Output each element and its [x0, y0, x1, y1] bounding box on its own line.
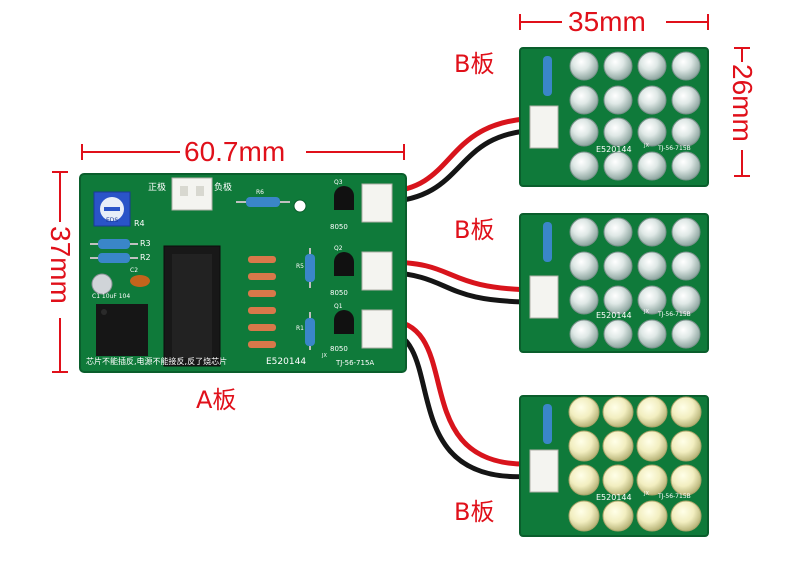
silk-pot-mark: EDS: [106, 217, 119, 224]
silk-jx-a: JX: [322, 353, 327, 359]
wire-q3: [383, 115, 543, 205]
silk-negative: 负极: [214, 183, 233, 193]
silk-positive: 正极: [148, 183, 167, 193]
label-board-b-middle: B板: [454, 216, 495, 244]
wire-q2: [383, 259, 537, 305]
label-board-a: A板: [196, 386, 237, 414]
silk-r2: R2: [140, 253, 151, 262]
silk-jx-b-top: JX: [644, 143, 649, 149]
dim-b-width: 35mm: [568, 6, 646, 37]
silk-model-b-bottom: TJ-56-715B: [658, 493, 691, 500]
dimension-lines: [52, 14, 750, 373]
silk-r3: R3: [140, 239, 151, 248]
silk-transistor-q3: 8050: [330, 223, 348, 231]
silk-q3: Q3: [334, 179, 343, 186]
silk-model-a: TJ-56-715A: [336, 359, 375, 367]
dim-b-height: 26mm: [727, 64, 758, 142]
silk-model-b-top: TJ-56-715B: [658, 145, 691, 152]
silk-jx-b-bottom: JX: [644, 491, 649, 497]
silk-warning: 芯片不能插反,电源不能接反,反了烧芯片: [86, 357, 228, 366]
silk-q2: Q2: [334, 245, 343, 252]
silk-r5: R5: [296, 263, 304, 270]
silk-cert-b-middle: E520144: [596, 311, 632, 320]
silk-cert-b-bottom: E520144: [596, 493, 632, 502]
board-a: [79, 173, 407, 373]
board-b-bottom: [519, 395, 709, 537]
silk-cert-a: E520144: [266, 357, 307, 367]
silk-model-b-middle: TJ-56-715B: [658, 311, 691, 318]
label-board-b-bottom: B板: [454, 498, 495, 526]
silk-jx-b-middle: JX: [644, 309, 649, 315]
silk-c2: C2: [130, 267, 139, 274]
silk-r4: R4: [134, 219, 145, 228]
dim-a-width: 60.7mm: [184, 136, 286, 167]
silk-c1: C1 10uF 104: [92, 293, 131, 300]
silk-transistor-q1: 8050: [330, 345, 348, 353]
wire-q1: [383, 317, 537, 480]
board-b-middle: [519, 213, 709, 353]
dim-a-height: 37mm: [45, 226, 76, 304]
board-b-top: [519, 47, 709, 187]
silk-r1: R1: [296, 325, 304, 332]
silk-transistor-q2: 8050: [330, 289, 348, 297]
silk-r6: R6: [256, 189, 264, 196]
diodes: [248, 256, 276, 348]
label-board-b-top: B板: [454, 50, 495, 78]
silk-q1: Q1: [334, 303, 343, 310]
silk-cert-b-top: E520144: [596, 145, 632, 154]
